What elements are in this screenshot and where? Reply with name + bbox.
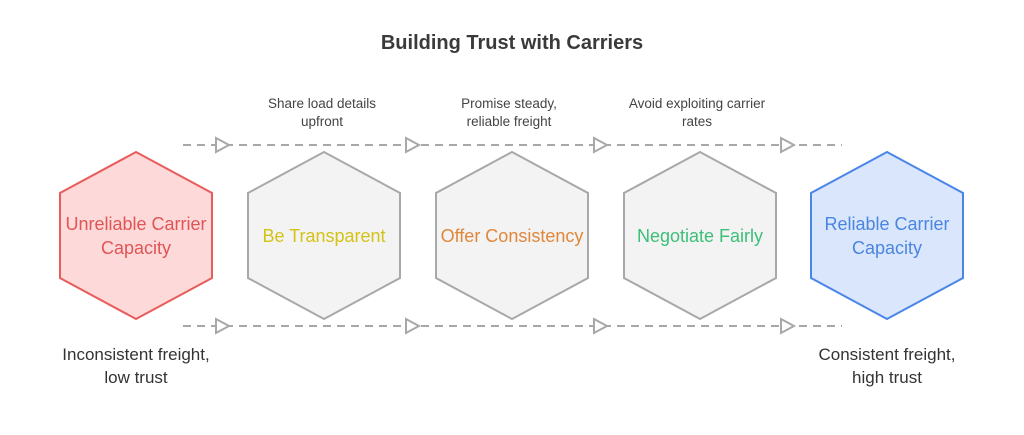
hexagon-node bbox=[435, 150, 589, 321]
end-caption: Consistent freight, high trust bbox=[818, 345, 956, 387]
node-label-negotiate: Negotiate Fairly bbox=[636, 226, 764, 246]
hexagon-node bbox=[247, 150, 401, 321]
arrow-head-icon bbox=[780, 317, 797, 335]
hexagon-node bbox=[59, 150, 213, 321]
arrow-head-icon bbox=[405, 136, 422, 154]
hexagon-node bbox=[810, 150, 964, 321]
start-caption: Inconsistent freight, low trust bbox=[62, 345, 210, 387]
step-label-1: Share load details upfront bbox=[267, 96, 377, 129]
arrow-head-icon bbox=[215, 136, 232, 154]
diagram-title: Building Trust with Carriers bbox=[380, 32, 644, 54]
arrow-head-icon bbox=[593, 317, 610, 335]
node-label-start: Unreliable Carrier Capacity bbox=[65, 214, 207, 258]
step-label-2: Promise steady, reliable freight bbox=[461, 96, 557, 129]
node-label-consistency: Offer Consistency bbox=[440, 226, 584, 246]
arrow-head-icon bbox=[215, 317, 232, 335]
arrow-head-icon bbox=[780, 136, 797, 154]
step-label-3: Avoid exploiting carrier rates bbox=[628, 96, 766, 129]
arrow-head-icon bbox=[593, 136, 610, 154]
node-label-transparent: Be Transparent bbox=[262, 226, 386, 246]
hexagon-node bbox=[623, 150, 777, 321]
node-label-end: Reliable Carrier Capacity bbox=[824, 214, 950, 258]
arrow-head-icon bbox=[405, 317, 422, 335]
